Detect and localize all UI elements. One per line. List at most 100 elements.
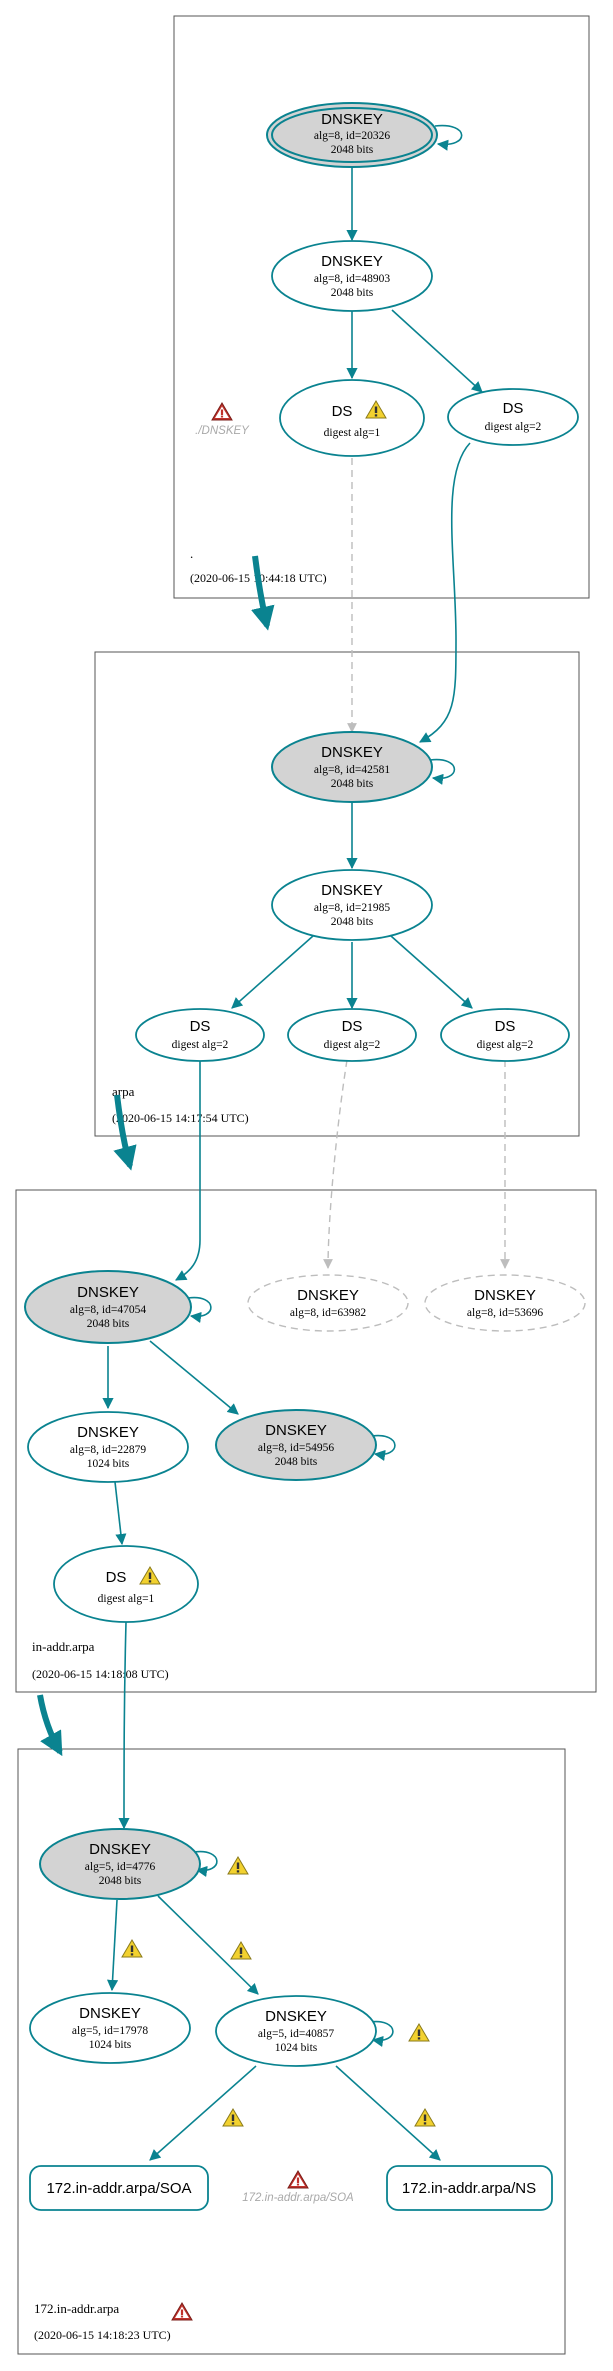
node-title: DNSKEY (265, 1422, 327, 1439)
self-loop-arpa-ksk (429, 758, 456, 785)
warning-icon (230, 1941, 252, 1960)
error-label: ./DNSKEY (195, 425, 250, 437)
node-detail: 2048 bits (275, 1456, 318, 1468)
zone-name-172-in-addr-arpa: 172.in-addr.arpa (34, 2301, 119, 2316)
node-title: DS (503, 400, 524, 417)
node-title: DNSKEY (265, 2008, 327, 2025)
node-inaddr-missing-key-2: DNSKEY alg=8, id=53696 (424, 1274, 586, 1332)
node-title: DNSKEY (77, 1284, 139, 1301)
node-detail: digest alg=1 (98, 1593, 155, 1605)
node-inaddr-ksk: DNSKEY alg=8, id=47054 2048 bits (24, 1270, 192, 1344)
edge-inaddr-ksk-to-ksk2 (149, 1340, 239, 1415)
zone-box-root (173, 15, 590, 599)
node-title: DNSKEY (297, 1287, 359, 1304)
node-arpa-ksk: DNSKEY alg=8, id=42581 2048 bits (271, 731, 433, 803)
error-icon (211, 402, 233, 421)
delegation-arrow-in-addr-172 (37, 1694, 63, 1757)
rrset-172-ns: 172.in-addr.arpa/NS (386, 2165, 553, 2211)
node-inaddr-ds: DS digest alg=1 (53, 1545, 199, 1623)
node-detail: 2048 bits (331, 778, 374, 790)
node-172-key-b: DNSKEY alg=5, id=40857 1024 bits (215, 1995, 377, 2067)
node-title: DS (495, 1018, 516, 1035)
edge-root-zsk-to-ds2 (391, 309, 483, 393)
node-detail: alg=8, id=63982 (290, 1307, 366, 1319)
delegation-arrow-arpa-in-addr (113, 1094, 137, 1171)
node-title: DNSKEY (321, 253, 383, 270)
node-172-key-a: DNSKEY alg=5, id=17978 1024 bits (29, 1992, 191, 2064)
rrset-label: 172.in-addr.arpa/NS (402, 2180, 536, 2197)
node-detail: alg=8, id=22879 (70, 1444, 146, 1456)
zone-box-172-in-addr-arpa (17, 1748, 566, 2355)
edge-172-key-b-to-ns (335, 2065, 441, 2161)
node-detail: 2048 bits (331, 287, 374, 299)
node-detail: 1024 bits (275, 2042, 318, 2054)
node-detail: alg=5, id=17978 (72, 2025, 148, 2037)
node-detail: alg=5, id=4776 (85, 1861, 156, 1873)
node-detail: alg=8, id=21985 (314, 902, 390, 914)
self-loop-172-key-b (369, 2020, 394, 2048)
node-root-ksk: DNSKEY alg=8, id=20326 2048 bits (266, 102, 438, 168)
self-loop-172-ksk (193, 1850, 218, 1878)
zone-timestamp-in-addr-arpa: (2020-06-15 14:18:08 UTC) (32, 1667, 169, 1681)
zone-name-in-addr-arpa: in-addr.arpa (32, 1639, 95, 1654)
node-detail: 2048 bits (99, 1875, 142, 1887)
node-title: DNSKEY (77, 1424, 139, 1441)
node-detail: 1024 bits (87, 1458, 130, 1470)
warning-icon (121, 1939, 143, 1958)
self-loop-inaddr-ksk (187, 1296, 212, 1324)
node-inaddr-missing-key-1: DNSKEY alg=8, id=63982 (247, 1274, 409, 1332)
edge-172-ksk-to-key-a (106, 1899, 119, 1992)
error-icon (171, 2302, 193, 2321)
node-title: DNSKEY (474, 1287, 536, 1304)
edge-arpa-ds-b-to-missing1 (323, 1059, 348, 1269)
node-detail: 2048 bits (331, 144, 374, 156)
zone-timestamp-172-in-addr-arpa: (2020-06-15 14:18:23 UTC) (34, 2328, 171, 2342)
node-arpa-ds-a: DS digest alg=2 (135, 1008, 265, 1062)
node-detail: alg=8, id=42581 (314, 764, 390, 776)
node-detail: alg=5, id=40857 (258, 2028, 334, 2040)
node-root-ds2: DS digest alg=2 (447, 388, 579, 446)
node-title: DNSKEY (321, 111, 383, 128)
node-detail: digest alg=2 (477, 1039, 534, 1051)
node-detail: digest alg=1 (324, 427, 381, 439)
edge-172-ksk-to-key-b (157, 1895, 259, 1995)
edge-inaddr-zsk-to-ds (114, 1481, 127, 1546)
root-dnskey-error: ./DNSKEY (195, 402, 250, 437)
node-detail: alg=8, id=53696 (467, 1307, 543, 1319)
rrset-label: 172.in-addr.arpa/SOA (46, 2180, 191, 2197)
node-title: DNSKEY (321, 882, 383, 899)
soa-error: 172.in-addr.arpa/SOA (242, 2170, 354, 2204)
node-title: DS (190, 1018, 211, 1035)
node-title: DNSKEY (89, 1841, 151, 1858)
node-detail: digest alg=2 (324, 1039, 381, 1051)
node-detail: alg=8, id=54956 (258, 1442, 334, 1454)
node-title: DNSKEY (79, 2005, 141, 2022)
error-label: 172.in-addr.arpa/SOA (242, 2192, 354, 2204)
zone-timestamp-arpa: (2020-06-15 14:17:54 UTC) (112, 1111, 249, 1125)
node-detail: digest alg=2 (172, 1039, 229, 1051)
self-loop-root-ksk (434, 124, 463, 151)
node-172-ksk: DNSKEY alg=5, id=4776 2048 bits (39, 1828, 201, 1900)
node-detail: 2048 bits (331, 916, 374, 928)
node-detail: alg=8, id=20326 (314, 130, 390, 142)
zone-box-in-addr-arpa (15, 1189, 597, 1693)
edge-arpa-ds-a-to-inaddr-ksk (175, 1060, 201, 1281)
warning-icon (222, 2108, 244, 2127)
node-title: DS (342, 1018, 363, 1035)
edge-root-ds2-to-arpa-ksk (419, 442, 471, 743)
node-detail: alg=8, id=47054 (70, 1304, 146, 1316)
node-root-zsk: DNSKEY alg=8, id=48903 2048 bits (271, 240, 433, 312)
node-title: DNSKEY (321, 744, 383, 761)
node-arpa-zsk: DNSKEY alg=8, id=21985 2048 bits (271, 869, 433, 941)
node-arpa-ds-b: DS digest alg=2 (287, 1008, 417, 1062)
self-loop-inaddr-ksk2 (371, 1434, 396, 1462)
edge-inaddr-ds-to-172-ksk (118, 1621, 130, 1830)
delegation-arrow-root-arpa (251, 555, 275, 631)
node-inaddr-zsk: DNSKEY alg=8, id=22879 1024 bits (27, 1411, 189, 1483)
warning-icon (408, 2023, 430, 2042)
node-root-ds1: DS digest alg=1 (279, 379, 425, 457)
zone-name-root: . (190, 546, 193, 561)
rrset-172-soa: 172.in-addr.arpa/SOA (29, 2165, 209, 2211)
node-detail: 2048 bits (87, 1318, 130, 1330)
